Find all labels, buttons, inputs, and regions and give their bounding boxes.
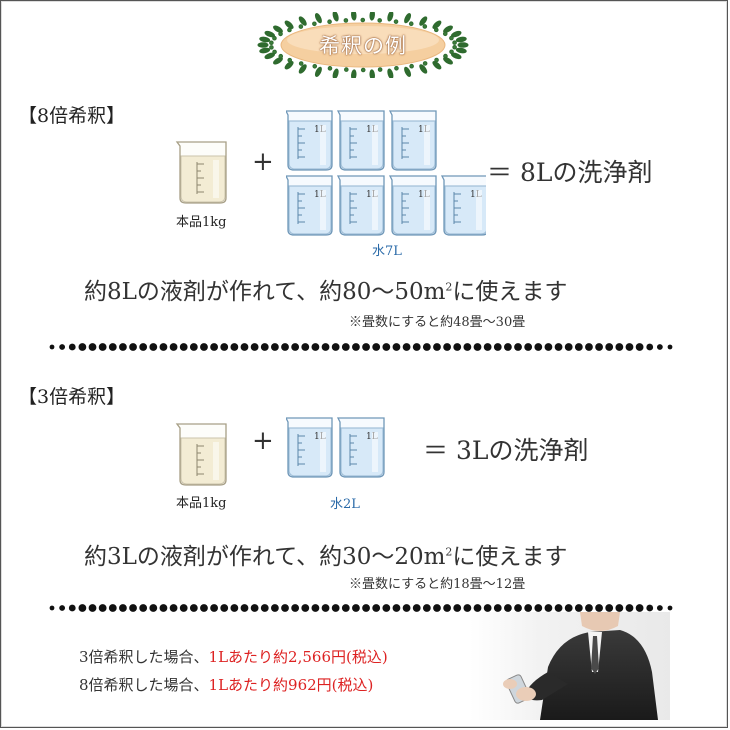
section-3x-label: 【3倍希釈】: [18, 386, 126, 408]
plus-icon-2: +: [252, 426, 274, 456]
note-3x: ※畳数にすると約18畳～12畳: [349, 577, 526, 592]
businessman-image: [470, 612, 670, 724]
concentrate-label-3x: 本品1kg: [176, 496, 227, 511]
price-3x-highlight: 1Lあたり約2,566円(税込): [208, 648, 388, 666]
dotted-line: [49, 604, 673, 612]
water-beaker: 1L: [336, 417, 385, 478]
price-line-3x: 3倍希釈した場合、1Lあたり約2,566円(税込): [79, 646, 388, 667]
svg-text:1L: 1L: [314, 125, 326, 135]
section-8x-label: 【8倍希釈】: [18, 105, 126, 127]
water-beaker-group-8x: 1L 1L 1L 1L 1L 1L 1L: [284, 110, 489, 236]
water-beaker: 1L: [284, 175, 333, 236]
price-8x-highlight: 1Lあたり約962円(税込): [208, 676, 374, 694]
water-beaker-group-3x: 1L 1L: [284, 417, 385, 478]
result-8x: ＝ 8Lの洗浄剤: [487, 158, 653, 187]
water-beaker: 1L: [440, 175, 489, 236]
concentrate-beaker-8x: [175, 138, 235, 208]
dotted-line: [49, 343, 673, 351]
summary-8x: 約8Lの液剤が作れて、約80～50m2に使えます: [84, 272, 567, 306]
svg-text:1L: 1L: [366, 125, 378, 135]
water-beakers-3x: 1L 1L: [284, 412, 396, 486]
water-label-8x: 水7L: [372, 244, 402, 259]
title-badge: 希釈の例: [238, 9, 488, 81]
water-beaker: 1L: [284, 417, 333, 478]
svg-text:1L: 1L: [366, 432, 378, 442]
summary-3x-unit-sup: 2: [445, 545, 453, 559]
water-beaker: 1L: [284, 110, 333, 171]
concentrate-beaker-icon: [175, 141, 227, 204]
water-beakers-8x: 1L 1L 1L 1L 1L 1L 1L: [284, 105, 489, 244]
concentrate-label-8x: 本品1kg: [176, 215, 227, 230]
price-line-8x: 8倍希釈した場合、1Lあたり約962円(税込): [79, 674, 373, 695]
svg-text:1L: 1L: [366, 190, 378, 200]
svg-text:1L: 1L: [314, 190, 326, 200]
summary-8x-text: 約8Lの液剤が作れて、約80～50: [84, 279, 424, 305]
water-beaker: 1L: [388, 110, 437, 171]
summary-8x-suffix: に使えます: [452, 279, 568, 305]
dotted-divider-1: [46, 338, 676, 351]
price-3x-prefix: 3倍希釈した場合、: [79, 648, 209, 666]
summary-3x-unit: m: [423, 544, 446, 570]
concentrate-beaker-icon: [175, 423, 227, 486]
summary-8x-unit: m: [423, 279, 446, 305]
plus-icon: +: [252, 147, 274, 177]
svg-text:1L: 1L: [418, 190, 430, 200]
dotted-divider-2: [46, 599, 676, 612]
summary-3x-suffix: に使えます: [452, 544, 568, 570]
water-beaker: 1L: [388, 175, 437, 236]
summary-8x-unit-sup: 2: [445, 280, 453, 294]
page-title: 希釈の例: [319, 34, 407, 58]
svg-text:1L: 1L: [314, 432, 326, 442]
result-3x: ＝ 3Lの洗浄剤: [423, 436, 589, 465]
title-wreath: [257, 9, 469, 81]
water-beaker: 1L: [336, 175, 385, 236]
summary-3x: 約3Lの液剤が作れて、約30～20m2に使えます: [84, 537, 567, 571]
water-beaker: 1L: [336, 110, 385, 171]
concentrate-beaker-3x: [175, 420, 235, 490]
note-8x: ※畳数にすると約48畳～30畳: [349, 315, 526, 330]
svg-text:1L: 1L: [470, 190, 482, 200]
price-8x-prefix: 8倍希釈した場合、: [79, 676, 209, 694]
water-label-3x: 水2L: [330, 497, 360, 512]
summary-3x-text: 約3Lの液剤が作れて、約30～20: [84, 544, 424, 570]
svg-text:1L: 1L: [418, 125, 430, 135]
